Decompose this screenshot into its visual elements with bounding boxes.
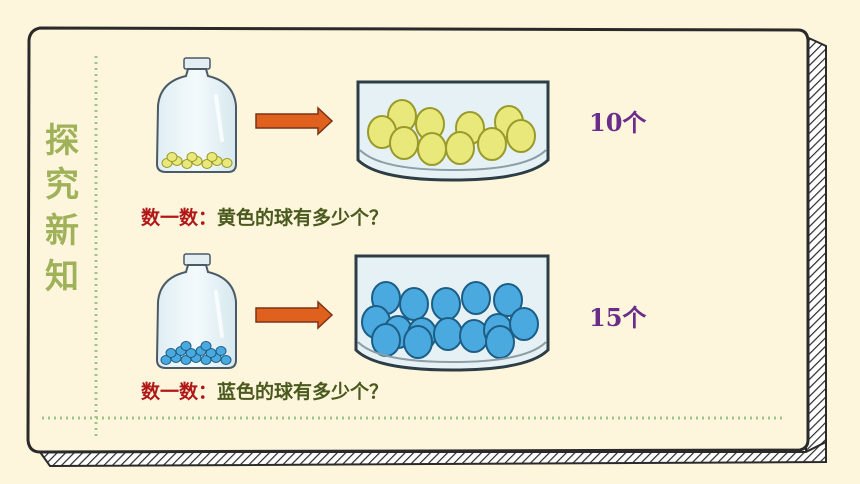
yellow-bottle: [155, 57, 237, 173]
ball: [201, 159, 213, 169]
ball: [506, 119, 536, 153]
ball: [371, 323, 401, 357]
ball: [389, 126, 419, 160]
blue-bottle: [155, 253, 237, 369]
side-title-char-3: 新: [45, 211, 79, 251]
arrow-2: [255, 300, 334, 330]
yellow-jar: [356, 80, 550, 182]
ball: [200, 341, 212, 351]
ball: [493, 283, 523, 317]
ball: [485, 325, 515, 359]
question-blue: 数一数：蓝色的球有多少个？: [141, 377, 388, 404]
side-title-char-2: 究: [45, 165, 79, 205]
question-lead: 数一数：: [141, 381, 218, 403]
ball: [215, 346, 227, 356]
ball: [221, 158, 233, 168]
answer-yellow-count: 10个: [589, 108, 647, 137]
ball: [403, 325, 433, 359]
ball: [445, 131, 475, 165]
arrow-1: [255, 106, 334, 136]
ball: [417, 132, 447, 166]
ball: [477, 127, 507, 161]
ball: [206, 152, 218, 162]
ball: [509, 307, 539, 341]
ball: [433, 317, 463, 351]
ball: [165, 348, 177, 358]
ball: [186, 152, 198, 162]
ball: [181, 159, 193, 169]
ball: [399, 287, 429, 321]
question-text: 蓝色的球有多少个？: [217, 381, 389, 403]
ball: [166, 152, 178, 162]
question-yellow: 数一数：黄色的球有多少个？: [141, 203, 388, 230]
ball: [220, 355, 232, 365]
ball: [180, 341, 192, 351]
ball: [461, 281, 491, 315]
question-text: 黄色的球有多少个？: [217, 207, 389, 229]
side-title-char-4: 知: [45, 257, 79, 297]
blue-jar: [354, 254, 550, 372]
question-lead: 数一数：: [141, 207, 218, 229]
frame-shadow-bottom: [38, 440, 827, 468]
side-title-char-1: 探: [45, 121, 79, 161]
ball: [431, 287, 461, 321]
answer-blue-count: 15个: [589, 303, 647, 332]
